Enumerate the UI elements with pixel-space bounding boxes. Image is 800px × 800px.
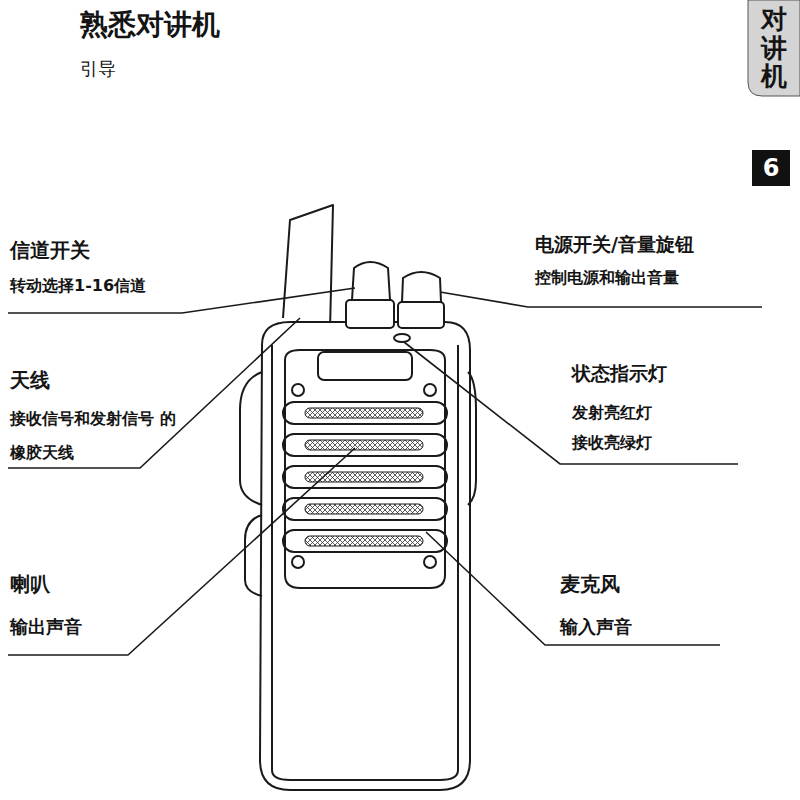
part-desc: 转动选择1-16信道	[10, 276, 146, 295]
part-desc: 输出声音	[10, 616, 82, 638]
part-name: 状态指示灯	[572, 362, 667, 385]
part-desc: 控制电源和输出音量	[535, 268, 679, 287]
part-desc: 接收亮绿灯	[572, 433, 652, 452]
part-name: 信道开关	[10, 238, 90, 262]
part-name: 天线	[10, 368, 50, 392]
part-name: 麦克风	[560, 572, 620, 596]
subtitle: 引导	[80, 58, 116, 80]
tab-ground	[748, 0, 800, 96]
part-name: 电源开关/音量旋钮	[535, 233, 694, 256]
node-text: 对讲机	[761, 5, 787, 91]
leader-lines	[8, 288, 762, 655]
part-desc: 接收信号和发射信号 的橡胶天线	[10, 402, 180, 469]
part-desc: 发射亮红灯	[572, 403, 652, 422]
side-tab: 对讲机	[748, 0, 800, 96]
part-name: 喇叭	[10, 572, 50, 596]
page-number-box: 6	[752, 150, 790, 186]
node-text: 6	[763, 154, 780, 182]
part-desc: 输入声音	[560, 616, 632, 638]
page-title: 熟悉对讲机	[80, 8, 220, 42]
